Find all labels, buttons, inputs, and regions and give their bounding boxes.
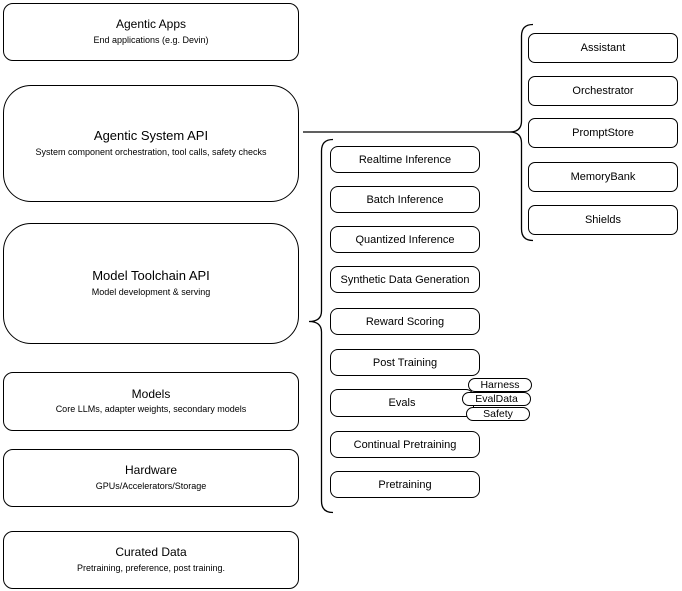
eval-badge-evaldata: EvalData — [462, 392, 531, 406]
toolchain-item-pretraining: Pretraining — [330, 471, 480, 498]
node-title: Curated Data — [115, 545, 187, 560]
node-models: Models Core LLMs, adapter weights, secon… — [3, 372, 299, 431]
node-model-toolchain-api: Model Toolchain API Model development & … — [3, 223, 299, 344]
node-hardware: Hardware GPUs/Accelerators/Storage — [3, 449, 299, 507]
node-agentic-apps: Agentic Apps End applications (e.g. Devi… — [3, 3, 299, 61]
node-title: Agentic System API — [93, 128, 209, 144]
node-subtitle: Core LLMs, adapter weights, secondary mo… — [55, 404, 247, 415]
node-subtitle: System component orchestration, tool cal… — [35, 146, 267, 157]
node-subtitle: Pretraining, preference, post training. — [76, 562, 226, 573]
component-orchestrator: Orchestrator — [528, 76, 678, 106]
node-title: Agentic Apps — [115, 17, 187, 32]
eval-badge-harness: Harness — [468, 378, 532, 392]
node-title: Hardware — [124, 463, 178, 478]
node-curated-data: Curated Data Pretraining, preference, po… — [3, 531, 299, 589]
node-subtitle: End applications (e.g. Devin) — [93, 34, 209, 45]
toolchain-item-batch-inference: Batch Inference — [330, 186, 480, 213]
node-subtitle: Model development & serving — [91, 286, 211, 297]
toolchain-item-synthetic-data-generation: Synthetic Data Generation — [330, 266, 480, 293]
node-title: Models — [131, 386, 171, 401]
toolchain-item-post-training: Post Training — [330, 349, 480, 376]
node-subtitle: GPUs/Accelerators/Storage — [95, 480, 207, 491]
toolchain-item-realtime-inference: Realtime Inference — [330, 146, 480, 173]
component-assistant: Assistant — [528, 33, 678, 63]
toolchain-item-reward-scoring: Reward Scoring — [330, 308, 480, 335]
toolchain-item-evals: Evals — [330, 389, 474, 417]
component-memorybank: MemoryBank — [528, 162, 678, 192]
component-promptstore: PromptStore — [528, 118, 678, 148]
eval-badge-safety: Safety — [466, 407, 530, 421]
node-title: Model Toolchain API — [92, 268, 210, 284]
toolchain-item-continual-pretraining: Continual Pretraining — [330, 431, 480, 458]
toolchain-item-quantized-inference: Quantized Inference — [330, 226, 480, 253]
node-agentic-system-api: Agentic System API System component orch… — [3, 85, 299, 202]
component-shields: Shields — [528, 205, 678, 235]
